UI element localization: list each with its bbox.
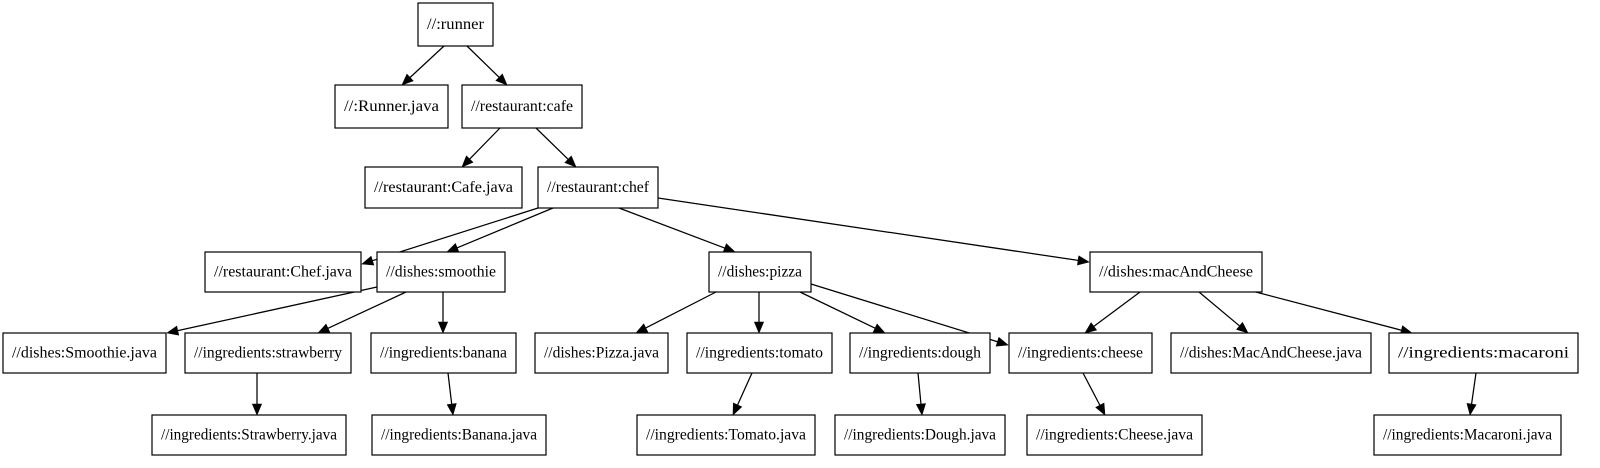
graph-edge [251,373,263,416]
graph-edge [1247,289,1413,336]
graph-node-label: //restaurant:chef [547,179,650,196]
graph-node-label: //dishes:smoothie [386,264,496,281]
graph-edge [446,207,554,253]
graph-node-ing_banana[interactable]: //ingredients:banana [370,332,517,374]
graph-node-label: //dishes:MacAndCheese.java [1180,345,1362,362]
graph-edge [1198,291,1249,334]
graph-node-label: //ingredients:Banana.java [381,427,537,444]
graph-edge [753,292,765,334]
graph-node-smoothie_java[interactable]: //dishes:Smoothie.java [2,332,167,374]
graph-node-label: //ingredients:cheese [1018,345,1143,362]
graph-node-label: //ingredients:Macaroni.java [1383,427,1552,444]
graph-node-macaroni_java[interactable]: //ingredients:Macaroni.java [1373,414,1562,456]
graph-node-label: //ingredients:Strawberry.java [161,427,337,444]
graph-node-label: //ingredients:banana [380,345,507,362]
graph-node-runner[interactable]: //:runner [417,2,494,47]
graph-node-cheese_java[interactable]: //ingredients:Cheese.java [1026,414,1203,456]
graph-node-label: //:Runner.java [344,98,439,115]
graph-node-label: //restaurant:cafe [471,98,573,115]
graph-edge [915,372,926,416]
graph-edge [1466,372,1477,416]
graph-edge [618,207,736,253]
graph-node-restaurant_chef[interactable]: //restaurant:chef [537,166,659,209]
graph-node-dishes_macand[interactable]: //dishes:macAndCheese [1089,251,1263,293]
graph-node-runner_java[interactable]: //:Runner.java [334,84,449,129]
graph-node-banana_java[interactable]: //ingredients:Banana.java [371,414,547,456]
graph-node-ing_tomato[interactable]: //ingredients:tomato [686,332,833,374]
graph-node-label: //ingredients:Tomato.java [646,427,806,444]
nodes-layer: //:runner //:Runner.java //restaurant:cafe… [2,2,1579,456]
graph-edge [657,197,1090,266]
graph-edge [810,283,1009,347]
graph-node-macandcheese_java[interactable]: //dishes:MacAndCheese.java [1170,332,1372,374]
graph-node-ing_dough[interactable]: //ingredients:dough [849,332,991,374]
graph-node-label: //ingredients:macaroni [1398,345,1570,362]
graph-edge [732,372,753,416]
graph-node-label: //:runner [427,16,485,33]
graph-node-label: //ingredients:strawberry [194,345,342,362]
graph-node-label: //dishes:macAndCheese [1099,264,1253,281]
graph-node-dishes_pizza[interactable]: //dishes:pizza [708,251,812,293]
graph-node-label: //restaurant:Cafe.java [374,179,513,196]
graph-node-dough_java[interactable]: //ingredients:Dough.java [834,414,1006,456]
graph-node-label: //dishes:pizza [718,264,802,281]
graph-edge [1082,372,1106,416]
edges-layer [166,45,1477,416]
graph-edge [1084,291,1141,334]
graph-node-pizza_java[interactable]: //dishes:Pizza.java [534,332,669,374]
graph-node-restaurant_cafe[interactable]: //restaurant:cafe [461,84,583,129]
graph-node-strawberry_java[interactable]: //ingredients:Strawberry.java [151,414,347,456]
graph-edge [635,291,717,334]
graph-edge [461,127,501,168]
graph-node-label: //restaurant:Chef.java [214,264,352,281]
graph-node-label: //dishes:Pizza.java [544,345,659,362]
graph-edge [535,127,577,168]
graph-node-chef_java[interactable]: //restaurant:Chef.java [204,251,362,293]
graph-edge [317,291,407,334]
graph-node-label: //ingredients:Cheese.java [1036,427,1193,444]
graph-node-tomato_java[interactable]: //ingredients:Tomato.java [636,414,816,456]
graph-node-label: //dishes:Smoothie.java [12,345,157,362]
graph-node-label: //ingredients:Dough.java [844,427,996,444]
graph-edge [437,292,449,334]
graph-node-ing_strawberry[interactable]: //ingredients:strawberry [184,332,352,374]
graph-edge [166,286,378,336]
graph-node-dishes_smoothie[interactable]: //dishes:smoothie [376,251,506,293]
graph-node-ing_macaroni[interactable]: //ingredients:macaroni [1388,332,1579,374]
graph-edge [466,45,508,86]
graph-edge [401,45,445,86]
graph-edge [446,372,457,416]
graph-node-ing_cheese[interactable]: //ingredients:cheese [1008,332,1153,374]
graph-node-cafe_java[interactable]: //restaurant:Cafe.java [364,166,523,209]
graph-node-label: //ingredients:tomato [696,345,823,362]
graph-node-label: //ingredients:dough [859,345,981,362]
graph-edge [799,291,886,334]
